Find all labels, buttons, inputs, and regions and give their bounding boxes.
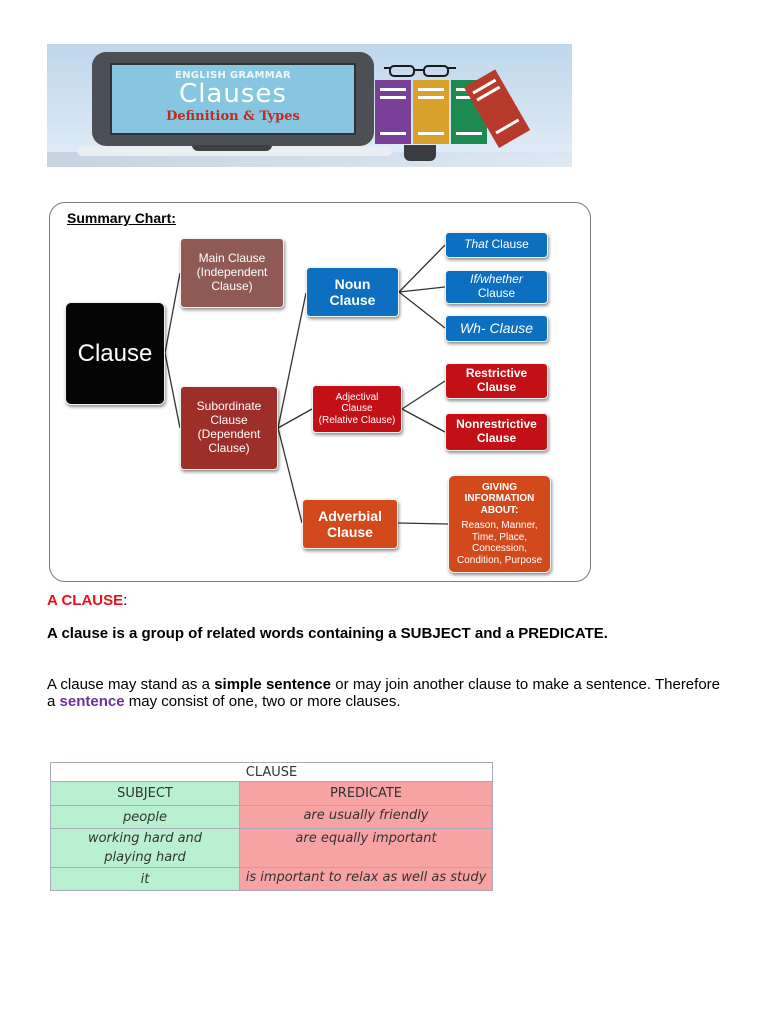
node-label: Clause) — [208, 440, 250, 455]
banner-subtitle-top: ENGLISH GRAMMAR — [174, 70, 292, 81]
node-wh-clause: Wh- Clause — [445, 315, 548, 342]
node-if-whether-clause: If/whether Clause — [445, 270, 548, 304]
node-label: Restrictive — [465, 366, 528, 381]
summary-chart: Summary Chart: Clause Main Clause (Indep… — [49, 202, 591, 582]
node-label: GIVING — [481, 481, 517, 493]
table-row: working hard and playing hard are equall… — [50, 828, 493, 868]
node-label: Adverbial — [318, 507, 382, 524]
node-label: Clause — [341, 403, 373, 415]
book-icon — [413, 80, 449, 144]
giving-title: GIVING INFORMATION ABOUT: — [465, 482, 535, 517]
monitor: ENGLISH GRAMMAR Clauses Definition & Typ… — [92, 52, 374, 146]
glasses-icon — [384, 65, 456, 77]
node-label-italic: That — [464, 237, 489, 252]
chart-title: Summary Chart: — [67, 210, 176, 226]
node-label: Clause — [477, 286, 516, 300]
node-label: Adjectival — [335, 391, 379, 403]
cell-subject: working hard and playing hard — [50, 828, 240, 868]
cell-predicate: is important to relax as well as study — [239, 867, 493, 891]
node-that-clause: That Clause — [445, 232, 548, 258]
monitor-screen: ENGLISH GRAMMAR Clauses Definition & Typ… — [110, 63, 356, 135]
node-label: Clause — [329, 292, 376, 308]
node-label: ABOUT: — [480, 504, 519, 516]
para-bold: simple sentence — [214, 676, 331, 693]
book-icon — [375, 80, 411, 144]
node-adverbial-clause: Adverbial Clause — [302, 499, 398, 549]
node-label: Noun — [334, 275, 371, 292]
node-label: Clause — [327, 524, 373, 540]
para-text: A clause may stand as a — [47, 676, 215, 693]
node-restrictive-clause: Restrictive Clause — [445, 363, 548, 399]
header-banner: ENGLISH GRAMMAR Clauses Definition & Typ… — [47, 44, 572, 167]
node-label: Wh- Clause — [459, 320, 534, 337]
node-label: Clause — [210, 413, 248, 428]
node-label-rest: Clause — [488, 237, 529, 252]
cell-predicate: are usually friendly — [239, 805, 493, 829]
node-clause: Clause — [65, 302, 165, 405]
banner-title: Clauses — [179, 79, 287, 109]
table-title-row: CLAUSE — [50, 762, 493, 782]
node-label: Clause — [476, 431, 517, 445]
node-main-clause: Main Clause (Independent Clause) — [180, 238, 284, 308]
header-subject: SUBJECT — [50, 781, 240, 806]
node-label: Subordinate — [196, 399, 262, 414]
node-label: If/whether — [470, 272, 523, 287]
node-giving-information: GIVING INFORMATION ABOUT: Reason, Manner… — [448, 475, 551, 573]
cell-predicate: are equally important — [239, 828, 493, 868]
node-label: (Relative Clause) — [318, 414, 396, 426]
node-label: Clause — [77, 339, 153, 367]
coffee-cup-icon — [404, 145, 436, 161]
clause-table: CLAUSE SUBJECT PREDICATE people are usua… — [50, 762, 493, 891]
monitor-stand — [192, 145, 272, 151]
cell-subject: people — [50, 805, 240, 829]
table-title: CLAUSE — [50, 762, 493, 782]
node-label: Nonrestrictive — [456, 417, 537, 432]
table-row: it is important to relax as well as stud… — [50, 867, 493, 891]
a-clause-label: A CLAUSE — [47, 592, 124, 609]
node-label: Clause — [476, 380, 517, 394]
para-text: may consist of one, two or more clauses. — [124, 693, 401, 710]
node-label: (Dependent — [197, 427, 261, 441]
node-label: Concession, — [471, 543, 528, 555]
chart-connectors — [164, 244, 449, 525]
a-clause-colon: : — [123, 592, 128, 609]
header-predicate: PREDICATE — [239, 781, 493, 806]
table-row: people are usually friendly — [50, 805, 493, 829]
clause-definition: A clause is a group of related words con… — [47, 625, 608, 642]
node-label: Condition, Purpose — [456, 554, 543, 566]
cell-subject: it — [50, 867, 240, 891]
para-highlight: sentence — [59, 693, 125, 710]
node-label: Clause) — [211, 278, 253, 293]
para-text: or may join another clause to make a sen… — [47, 676, 720, 710]
node-adjectival-clause: Adjectival Clause (Relative Clause) — [312, 385, 402, 433]
section-heading: A CLAUSE: — [47, 592, 127, 609]
banner-subtitle-bottom: Definition & Types — [166, 109, 300, 124]
node-label: Reason, Manner, — [461, 520, 538, 532]
node-label: Main Clause — [198, 251, 266, 266]
node-noun-clause: Noun Clause — [306, 267, 399, 317]
node-label: (Independent — [196, 265, 268, 280]
table-header-row: SUBJECT PREDICATE — [50, 781, 493, 806]
node-subordinate-clause: Subordinate Clause (Dependent Clause) — [180, 386, 278, 470]
node-nonrestrictive-clause: Nonrestrictive Clause — [445, 413, 548, 451]
node-label: INFORMATION — [464, 493, 535, 505]
giving-body: Reason, Manner, Time, Place, Concession,… — [457, 520, 542, 566]
clause-paragraph: A clause may stand as a simple sentence … — [47, 676, 720, 710]
laptop-keyboard — [77, 146, 392, 156]
node-label: That Clause — [464, 237, 529, 252]
node-label: Time, Place, — [471, 531, 528, 543]
